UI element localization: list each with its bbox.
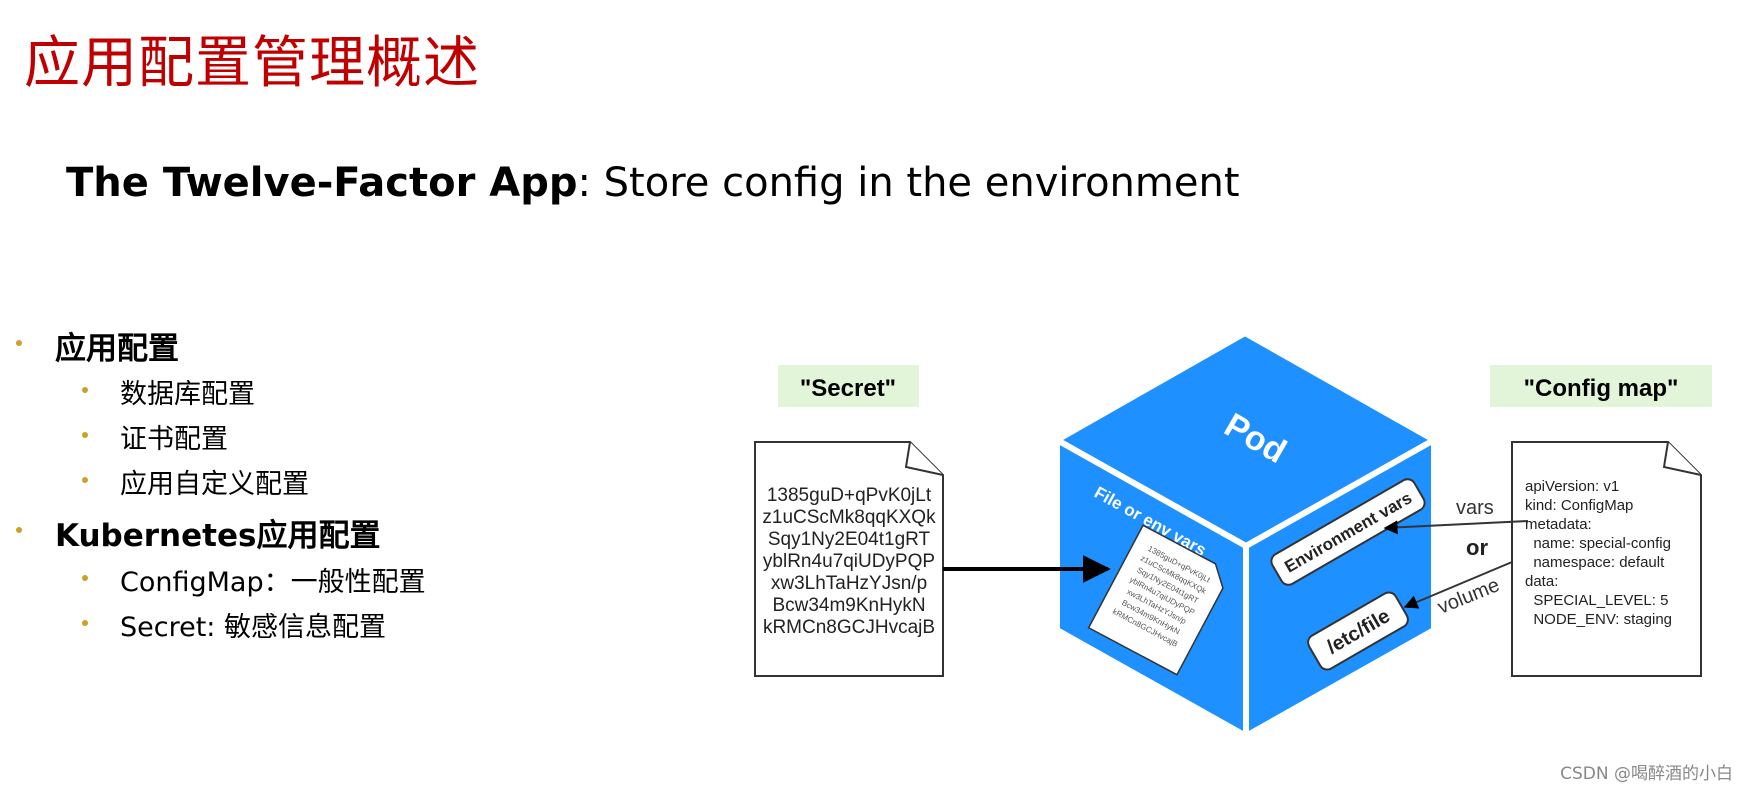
configmap-line: SPECIAL_LEVEL: 5 xyxy=(1525,592,1668,609)
configmap-line: NODE_ENV: staging xyxy=(1525,611,1672,628)
vars-label: vars xyxy=(1456,497,1494,519)
secret-label: "Secret" xyxy=(800,375,896,402)
bullet-dot xyxy=(16,340,22,346)
configmap-content: apiVersion: v1 kind: ConfigMap metadata:… xyxy=(1525,478,1672,628)
configmap-document xyxy=(1511,441,1702,677)
bullet-configmap: ConfigMap：一般性配置 xyxy=(120,567,426,598)
secret-line: z1uCScMk8qqKXQk xyxy=(762,507,936,528)
subtitle-rest: : Store config in the environment xyxy=(577,160,1240,206)
secret-line: Bcw34m9KnHykN xyxy=(772,595,925,616)
bullet-dot xyxy=(82,477,88,483)
configmap-line: name: special-config xyxy=(1525,535,1671,552)
bullet-cert-config: 证书配置 xyxy=(120,424,228,455)
bullet-dot xyxy=(82,387,88,393)
slide-subtitle: The Twelve-Factor App: Store config in t… xyxy=(66,160,1240,206)
secret-line: kRMCn8GCJHvcajB xyxy=(763,617,935,638)
pod-file-document: 1385guD+qPvK0jLt z1uCScMk8qqKXQk Sqy1Ny2… xyxy=(1087,524,1224,676)
configmap-line: kind: ConfigMap xyxy=(1525,497,1633,514)
bullet-dot xyxy=(82,432,88,438)
secret-content: 1385guD+qPvK0jLt z1uCScMk8qqKXQk Sqy1Ny2… xyxy=(762,485,936,638)
secret-document-fold xyxy=(904,441,944,476)
secret-line: 1385guD+qPvK0jLt xyxy=(767,485,932,506)
secret-line: Sqy1Ny2E04t1gRT xyxy=(768,529,931,550)
configmap-line: metadata: xyxy=(1525,516,1592,533)
or-label: or xyxy=(1466,535,1488,560)
configmap-line: data: xyxy=(1525,573,1558,590)
bullet-k8s-config: Kubernetes应用配置 xyxy=(55,518,381,554)
bullet-app-config: 应用配置 xyxy=(55,331,179,367)
vars-arrow xyxy=(1383,520,1529,535)
secret-line: yblRn4u7qiUDyPQP xyxy=(763,551,935,572)
configmap-label: "Config map" xyxy=(1524,375,1679,402)
secret-label-box xyxy=(778,365,919,407)
bullet-dot xyxy=(82,575,88,581)
bullet-db-config: 数据库配置 xyxy=(120,379,255,410)
secret-line: xw3LhTaHzYJsn/p xyxy=(771,573,927,594)
subtitle-bold: The Twelve-Factor App xyxy=(66,160,578,206)
configmap-document-fold xyxy=(1662,441,1702,476)
configmap-line: namespace: default xyxy=(1525,554,1665,571)
secret-document xyxy=(754,441,944,677)
configmap-line: apiVersion: v1 xyxy=(1525,478,1619,495)
bullet-dot xyxy=(82,620,88,626)
bullet-secret: Secret: 敏感信息配置 xyxy=(120,612,386,643)
configmap-label-box xyxy=(1490,365,1712,407)
bullet-custom-config: 应用自定义配置 xyxy=(120,469,309,500)
watermark: CSDN @喝醉酒的小白 xyxy=(1560,764,1733,784)
volume-arrow xyxy=(1403,561,1513,609)
bullet-dot xyxy=(16,527,22,533)
slide-title: 应用配置管理概述 xyxy=(24,31,480,96)
